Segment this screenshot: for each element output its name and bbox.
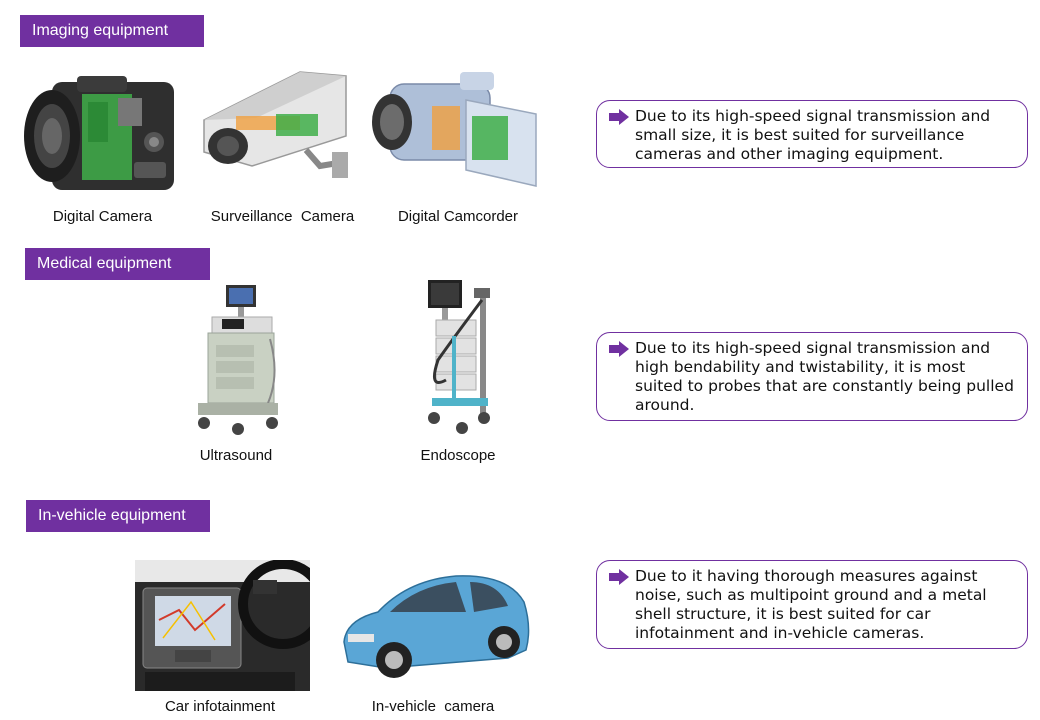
camcorder-icon	[372, 72, 537, 187]
medical-description: Due to its high-speed signal transmissio…	[635, 339, 1014, 414]
caption-digital-camera: Digital Camera	[52, 208, 153, 225]
right-arrow-icon	[609, 341, 629, 357]
digital-camera-icon	[24, 76, 174, 190]
vehicle-description-box: Due to it having thorough measures again…	[596, 560, 1028, 649]
car-icon	[343, 575, 530, 678]
section-title-vehicle: In-vehicle equipment	[26, 500, 210, 532]
caption-endoscope: Endoscope	[420, 447, 496, 464]
right-arrow-icon	[609, 109, 629, 125]
caption-in-vehicle-camera: In-vehicle camera	[371, 698, 495, 715]
section-title-medical: Medical equipment	[25, 248, 210, 280]
vehicle-description: Due to it having thorough measures again…	[635, 567, 987, 642]
surveillance-camera-icon	[203, 71, 348, 178]
caption-ultrasound: Ultrasound	[199, 447, 273, 464]
right-arrow-icon	[609, 569, 629, 585]
caption-surveillance-camera: Surveillance Camera	[210, 208, 355, 225]
ultrasound-icon	[198, 285, 278, 435]
medical-description-box: Due to its high-speed signal transmissio…	[596, 332, 1028, 421]
caption-car-infotainment: Car infotainment	[164, 698, 276, 715]
caption-digital-camcorder: Digital Camcorder	[397, 208, 519, 225]
car-infotainment-icon	[135, 560, 310, 691]
endoscope-icon	[428, 280, 490, 434]
section-title-imaging: Imaging equipment	[20, 15, 204, 47]
imaging-description: Due to its high-speed signal transmissio…	[635, 107, 991, 163]
imaging-description-box: Due to its high-speed signal transmissio…	[596, 100, 1028, 168]
